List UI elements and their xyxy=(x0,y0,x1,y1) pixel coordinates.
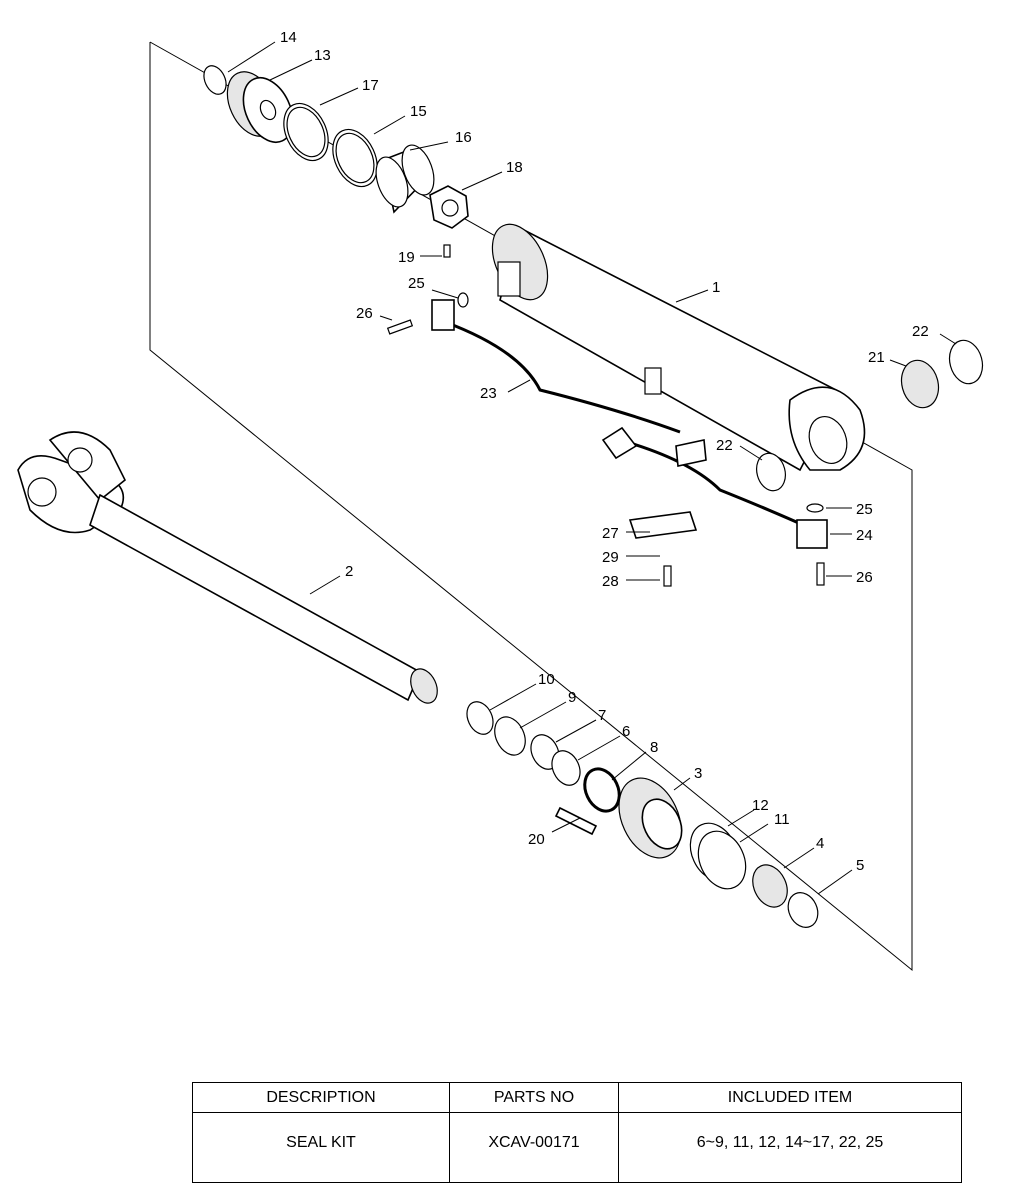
callout-19: 19 xyxy=(398,249,415,266)
callout-4: 4 xyxy=(816,835,824,852)
callout-22-left: 22 xyxy=(716,437,733,454)
piston-rod xyxy=(17,431,438,704)
table-header-row: DESCRIPTION PARTS NO INCLUDED ITEM xyxy=(192,1082,962,1113)
callout-14: 14 xyxy=(280,29,297,46)
callout-2: 2 xyxy=(345,563,353,580)
table-row: SEAL KIT XCAV-00171 6~9, 11, 12, 14~17, … xyxy=(192,1112,962,1183)
callout-7: 7 xyxy=(598,707,606,724)
callout-18: 18 xyxy=(506,159,523,176)
pin-bushings xyxy=(457,292,984,513)
callout-21: 21 xyxy=(868,349,885,366)
cell-parts-no: XCAV-00171 xyxy=(449,1112,619,1183)
header-description: DESCRIPTION xyxy=(192,1082,450,1113)
cell-included-item: 6~9, 11, 12, 14~17, 22, 25 xyxy=(618,1112,962,1183)
callout-15: 15 xyxy=(410,103,427,120)
callout-11: 11 xyxy=(774,811,790,828)
callout-22-right: 22 xyxy=(912,323,929,340)
header-included-item: INCLUDED ITEM xyxy=(618,1082,962,1113)
callout-16: 16 xyxy=(455,129,472,146)
callout-12: 12 xyxy=(752,797,769,814)
callout-25-bottom: 25 xyxy=(856,501,873,518)
seal-kit-table: DESCRIPTION PARTS NO INCLUDED ITEM SEAL … xyxy=(192,1082,962,1183)
cylinder-pipes xyxy=(386,299,828,587)
callout-27: 27 xyxy=(602,525,619,542)
callout-13: 13 xyxy=(314,47,331,64)
callout-5: 5 xyxy=(856,857,864,874)
callout-28: 28 xyxy=(602,573,619,590)
callout-20: 20 xyxy=(528,831,545,848)
callout-26-left: 26 xyxy=(356,305,373,322)
callout-26-bottom: 26 xyxy=(856,569,873,586)
callout-25-top: 25 xyxy=(408,275,425,292)
callout-29: 29 xyxy=(602,549,619,566)
callout-3: 3 xyxy=(694,765,702,782)
callout-24: 24 xyxy=(856,527,873,544)
exploded-parts-diagram: 14 13 17 15 16 18 19 25 26 1 21 22 22 23… xyxy=(17,29,984,972)
cell-description: SEAL KIT xyxy=(192,1112,450,1183)
callout-17: 17 xyxy=(362,77,379,94)
header-parts-no: PARTS NO xyxy=(449,1082,619,1113)
callout-10: 10 xyxy=(538,671,555,688)
cylinder-tube xyxy=(491,223,866,472)
callout-23: 23 xyxy=(480,385,497,402)
callout-labels: 14 13 17 15 16 18 19 25 26 1 21 22 22 23… xyxy=(280,29,929,874)
rod-head-parts xyxy=(466,701,819,928)
leader-lines xyxy=(227,41,957,895)
callout-8: 8 xyxy=(650,739,658,756)
callout-1: 1 xyxy=(712,279,720,296)
callout-6: 6 xyxy=(622,723,630,740)
piston-seal-parts xyxy=(203,65,469,258)
callout-9: 9 xyxy=(568,689,576,706)
